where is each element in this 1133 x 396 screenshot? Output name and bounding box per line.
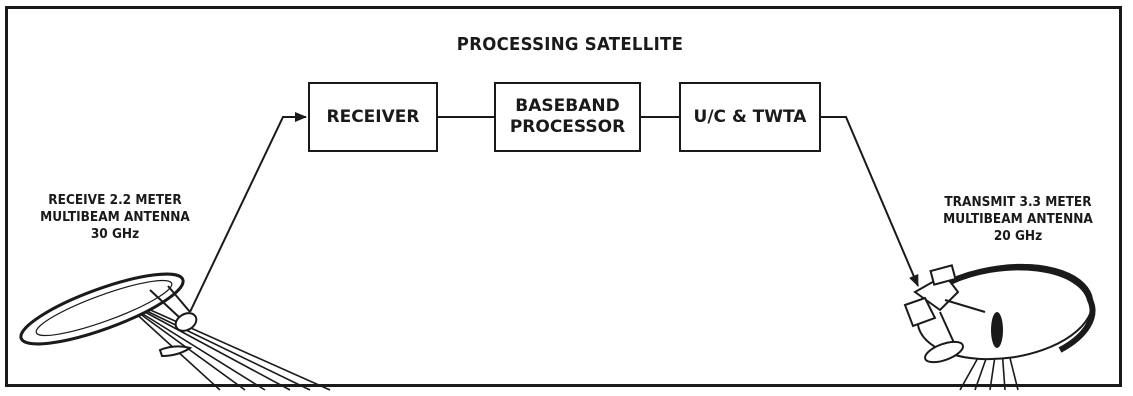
transmit-feed-arrow <box>821 116 919 287</box>
baseband-processor-block: BASEBAND PROCESSOR <box>494 82 641 152</box>
transmit-antenna-label: TRANSMIT 3.3 METER MULTIBEAM ANTENNA 20 … <box>928 194 1108 245</box>
transmit-antenna-label-line3: 20 GHz <box>993 228 1043 244</box>
receive-antenna-drawing <box>19 272 331 391</box>
transmit-antenna-label-line2: MULTIBEAM ANTENNA <box>943 211 1093 227</box>
receive-antenna-label-line1: RECEIVE 2.2 METER <box>48 192 182 208</box>
diagram-frame <box>5 6 1122 387</box>
uc-twta-block: U/C & TWTA <box>679 82 821 152</box>
receive-antenna-label-line2: MULTIBEAM ANTENNA <box>40 209 190 225</box>
transmit-antenna-drawing <box>903 263 1096 391</box>
receive-antenna-label: RECEIVE 2.2 METER MULTIBEAM ANTENNA 30 G… <box>30 192 201 243</box>
receiver-block: RECEIVER <box>308 82 438 152</box>
transmit-antenna-label-line1: TRANSMIT 3.3 METER <box>944 194 1092 210</box>
diagram-title: PROCESSING SATELLITE <box>456 34 684 55</box>
receive-feed-arrow <box>189 112 307 313</box>
receive-antenna-label-line3: 30 GHz <box>90 226 140 242</box>
